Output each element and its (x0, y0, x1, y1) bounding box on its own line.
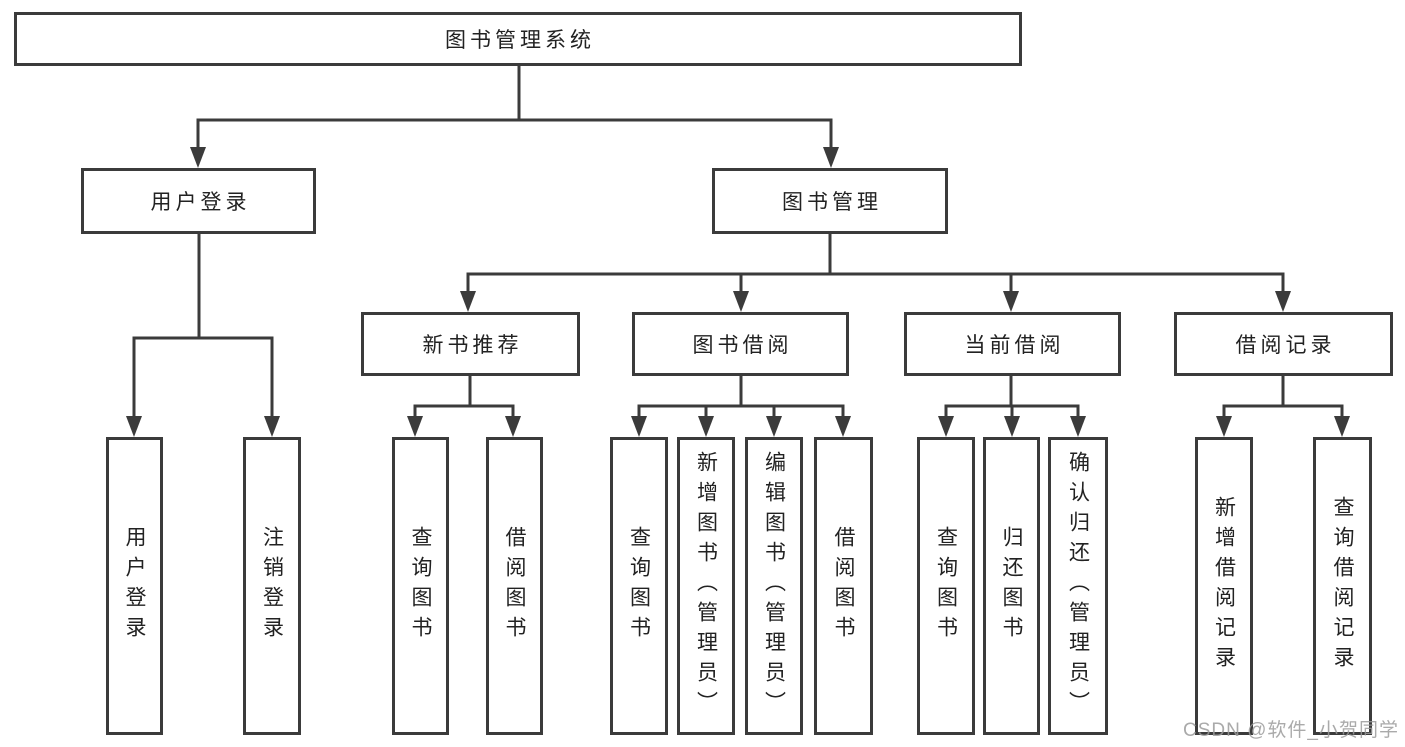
leaf-nbr-borrow-books: 借阅图书 (486, 437, 543, 735)
connector-root-to-level2 (190, 64, 839, 168)
node-book-mgmt: 图书管理 (712, 168, 948, 234)
node-root: 图书管理系统 (14, 12, 1022, 66)
node-borrow-records: 借阅记录 (1174, 312, 1393, 376)
connector-borrow-records-to-leaves (1216, 376, 1350, 437)
leaf-bb-borrow-books-label: 借阅图书 (832, 526, 855, 646)
leaf-nbr-borrow-books-label: 借阅图书 (503, 526, 526, 646)
leaf-cb-confirm-return-label: 确认归还（管理员） (1066, 451, 1090, 721)
connector-book-mgmt-to-level3 (460, 232, 1291, 312)
connector-current-borrow-to-leaves (938, 376, 1086, 437)
leaf-logout: 注销登录 (243, 437, 301, 735)
node-current-borrow: 当前借阅 (904, 312, 1121, 376)
leaf-bb-query-books: 查询图书 (610, 437, 668, 735)
leaf-user-login-label: 用户登录 (123, 526, 146, 646)
leaf-logout-label: 注销登录 (260, 526, 284, 646)
node-book-borrow-label: 图书借阅 (692, 334, 793, 357)
leaf-br-query-record-label: 查询借阅记录 (1331, 496, 1354, 676)
leaf-br-add-record: 新增借阅记录 (1195, 437, 1253, 735)
leaf-bb-query-books-label: 查询图书 (627, 526, 651, 646)
leaf-br-add-record-label: 新增借阅记录 (1212, 496, 1236, 676)
connector-book-borrow-to-leaves (631, 376, 851, 437)
node-user-login-label: 用户登录 (150, 191, 251, 214)
connector-new-book-rec-to-leaves (407, 376, 521, 437)
leaf-bb-edit-books-label: 编辑图书（管理员） (762, 451, 786, 721)
leaf-nbr-query-books-label: 查询图书 (409, 526, 432, 646)
leaf-nbr-query-books: 查询图书 (392, 437, 449, 735)
leaf-cb-query-books-label: 查询图书 (934, 526, 958, 646)
node-borrow-records-label: 借阅记录 (1235, 334, 1336, 357)
leaf-bb-edit-books: 编辑图书（管理员） (745, 437, 803, 735)
leaf-br-query-record: 查询借阅记录 (1313, 437, 1372, 735)
node-book-borrow: 图书借阅 (632, 312, 849, 376)
node-current-borrow-label: 当前借阅 (964, 334, 1065, 357)
connector-user-login-to-leaves (126, 232, 280, 437)
node-book-mgmt-label: 图书管理 (782, 191, 882, 214)
node-new-book-rec-label: 新书推荐 (422, 334, 523, 357)
node-user-login: 用户登录 (81, 168, 316, 234)
leaf-cb-return-books: 归还图书 (983, 437, 1040, 735)
leaf-cb-confirm-return: 确认归还（管理员） (1048, 437, 1108, 735)
leaf-bb-borrow-books: 借阅图书 (814, 437, 873, 735)
node-root-label: 图书管理系统 (445, 29, 595, 52)
csdn-watermark: CSDN @软件_小贺同学 (1183, 720, 1399, 741)
leaf-bb-add-books-label: 新增图书（管理员） (694, 451, 718, 721)
leaf-cb-query-books: 查询图书 (917, 437, 975, 735)
leaf-bb-add-books: 新增图书（管理员） (677, 437, 735, 735)
node-new-book-rec: 新书推荐 (361, 312, 580, 376)
leaf-user-login: 用户登录 (106, 437, 163, 735)
leaf-cb-return-books-label: 归还图书 (1000, 526, 1023, 646)
